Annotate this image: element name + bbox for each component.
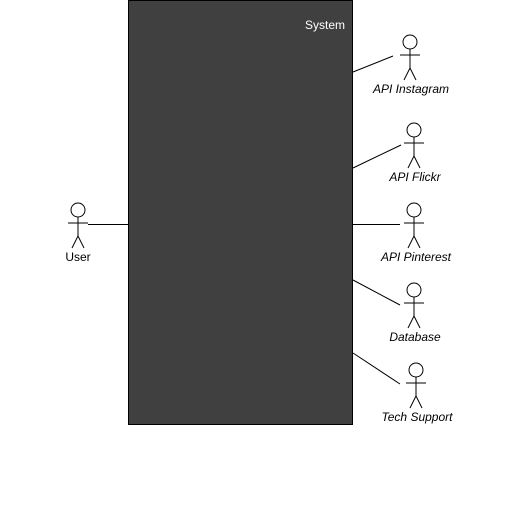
stick-figure-icon	[68, 202, 88, 249]
actor-label-database: Database	[389, 330, 441, 344]
actor-label-user: User	[65, 250, 90, 264]
actor-api-pinterest[interactable]: API Pinterest	[380, 202, 452, 264]
association-api-instagram[interactable]	[352, 55, 394, 73]
stick-figure-icon	[404, 282, 424, 329]
actor-tech-support[interactable]: Tech Support	[382, 362, 454, 424]
actor-label-api-flickr: API Flickr	[388, 170, 441, 184]
stick-figure-icon	[406, 362, 426, 409]
system-boundary[interactable]	[128, 0, 353, 425]
stick-figure-icon	[404, 122, 424, 169]
stick-figure-icon	[404, 202, 424, 249]
system-title: System	[305, 18, 345, 32]
stick-figure-icon	[400, 34, 420, 81]
actor-label-api-instagram: API Instagram	[372, 82, 449, 96]
association-api-flickr[interactable]	[352, 144, 402, 169]
actor-label-tech-support: Tech Support	[382, 410, 454, 424]
association-database[interactable]	[352, 279, 401, 306]
actor-label-api-pinterest: API Pinterest	[380, 250, 452, 264]
actor-api-instagram[interactable]: API Instagram	[372, 34, 449, 96]
actor-database[interactable]: Database	[389, 282, 441, 344]
association-tech-support[interactable]	[352, 352, 401, 385]
actor-user[interactable]: User	[65, 202, 91, 264]
actor-api-flickr[interactable]: API Flickr	[388, 122, 442, 184]
